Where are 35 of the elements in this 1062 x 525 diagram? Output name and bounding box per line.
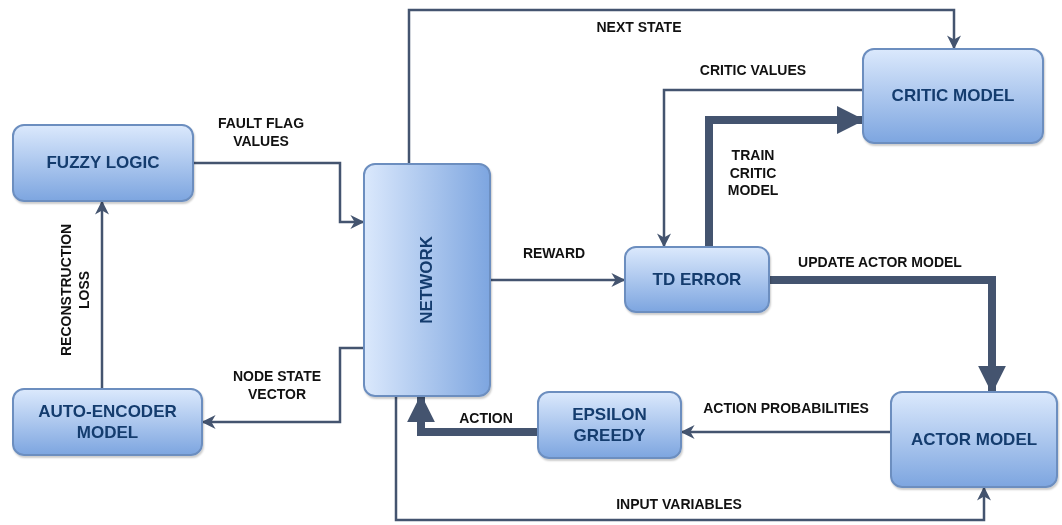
edge-label: INPUT VARIABLES — [615, 496, 743, 514]
arrow — [770, 276, 1006, 394]
node-label: TD ERROR — [651, 268, 743, 291]
edge-label: RECONSTRUCTION LOSS — [58, 222, 93, 359]
node-label: ACTOR MODEL — [909, 428, 1039, 451]
arrow — [491, 273, 626, 287]
process-box — [12, 124, 194, 202]
edge-label: NEXT STATE — [595, 19, 683, 37]
edge-label: CRITIC VALUES — [698, 62, 808, 80]
edge-label: NODE STATE VECTOR — [231, 368, 323, 403]
edge-label: UPDATE ACTOR MODEL — [797, 254, 963, 272]
arrow — [407, 8, 961, 163]
process-box — [12, 388, 203, 456]
arrow — [194, 161, 365, 229]
edge-label: ACTION PROBABILITIES — [702, 400, 870, 418]
node-label: NETWORK — [416, 236, 438, 324]
process-box — [363, 163, 491, 397]
arrow — [657, 88, 862, 248]
process-box — [624, 246, 770, 313]
edge-label: TRAIN CRITIC MODEL — [726, 147, 780, 200]
arrow — [201, 346, 363, 429]
node-label: AUTO-ENCODER MODEL — [37, 400, 178, 444]
node-label: FUZZY LOGIC — [45, 152, 161, 174]
edge-label: FAULT FLAG VALUES — [216, 115, 306, 150]
arrow — [95, 200, 109, 388]
arrow — [680, 425, 890, 439]
arrow — [407, 394, 537, 436]
node-label: CRITIC MODEL — [890, 85, 1016, 107]
arrow — [394, 397, 991, 522]
process-box — [890, 391, 1058, 488]
edge-label: ACTION — [458, 410, 514, 428]
edge-label: REWARD — [521, 245, 587, 263]
node-label: EPSILON GREEDY — [571, 403, 648, 447]
process-box — [862, 48, 1044, 144]
process-box — [537, 391, 682, 459]
